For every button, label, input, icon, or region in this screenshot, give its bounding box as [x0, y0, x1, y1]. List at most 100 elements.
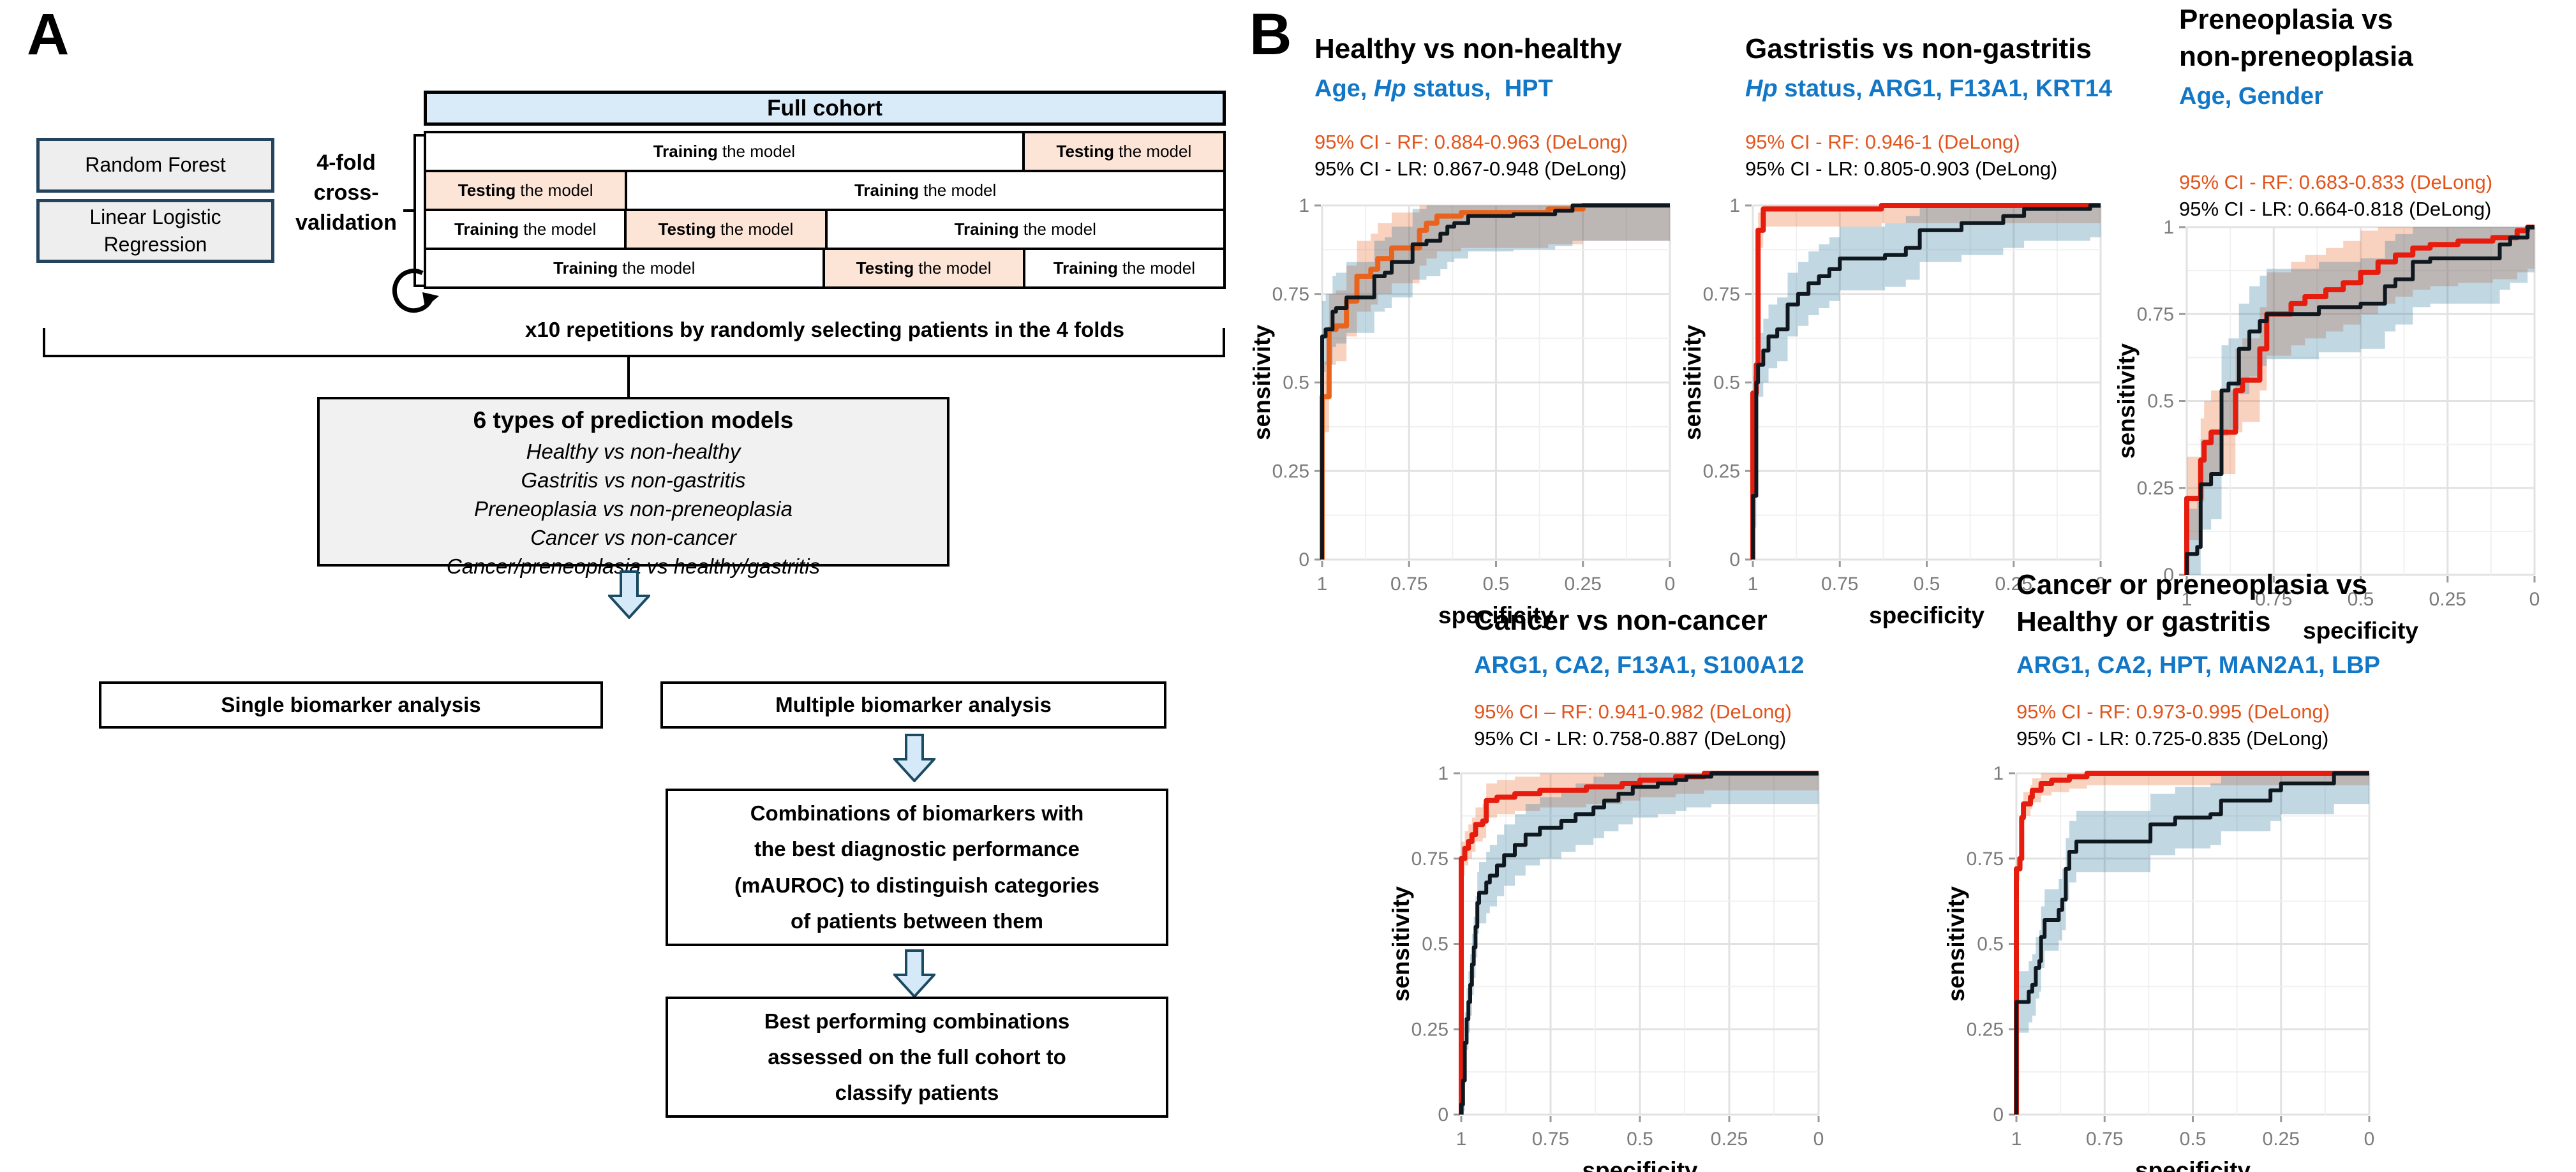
x-tick-label: 0	[1813, 1129, 1824, 1150]
x-axis-title: specificity	[1438, 602, 1554, 628]
plot-title: Gastristis vs non-gastritis	[1745, 33, 2092, 64]
ci-rf-label: 95% CI - RF: 0.884-0.963 (DeLong)	[1314, 131, 1628, 153]
ci-lr-label: 95% CI - LR: 0.805-0.903 (DeLong)	[1745, 158, 2058, 180]
y-axis-title: sensitivity	[1388, 886, 1414, 1002]
ci-lr-label: 95% CI - LR: 0.867-0.948 (DeLong)	[1314, 158, 1627, 180]
scope-bracket-drop	[627, 356, 630, 397]
y-tick-label: 0.25	[1703, 461, 1740, 482]
single-biomarker-box: Single biomarker analysis	[99, 681, 603, 729]
roc-curve-rf	[2184, 225, 2535, 575]
fold-bracket-tick-bottom	[413, 285, 424, 287]
y-tick-label: 0.25	[1411, 1019, 1448, 1040]
y-tick-label: 0	[1993, 1104, 2004, 1125]
prediction-models-box: 6 types of prediction models Healthy vs …	[317, 397, 949, 578]
best-combinations-line: Best performing combinations	[764, 1009, 1070, 1033]
x-tick-label: 1	[1317, 574, 1328, 595]
linear-logistic-regression-line: Regression	[103, 233, 207, 256]
ci-band-lr	[2016, 773, 2369, 1033]
x-axis-title: specificity	[2135, 1157, 2251, 1172]
prediction-model-item: Preneoplasia vs non-preneoplasia	[474, 496, 793, 521]
scope-bracket-right	[1223, 328, 1225, 356]
y-axis-title: sensitivity	[1679, 325, 1706, 440]
ci-lr-label: 95% CI - LR: 0.758-0.887 (DeLong)	[1474, 727, 1787, 750]
x-tick-label: 0.5	[2348, 589, 2374, 610]
combinations-box-line: the best diagnostic performance	[754, 837, 1080, 861]
x-tick-label: 0.75	[2255, 589, 2292, 610]
x-tick-label: 0.75	[1532, 1129, 1569, 1150]
y-axis-title: sensitivity	[1249, 325, 1275, 440]
x-tick-label: 0	[2096, 574, 2106, 595]
y-tick-label: 0.25	[1967, 1019, 2004, 1040]
x-tick-label: 0.75	[1390, 574, 1427, 595]
plot-title: non-preneoplasia	[2179, 41, 2413, 72]
scope-bracket	[43, 355, 1225, 357]
y-tick-label: 0.75	[2137, 304, 2174, 325]
y-tick-label: 0.5	[1977, 934, 2004, 955]
y-tick-label: 0	[1729, 549, 1740, 570]
y-tick-label: 0.5	[1283, 373, 1309, 394]
x-axis-title: specificity	[1869, 602, 1984, 628]
best-combinations-line: classify patients	[835, 1081, 999, 1105]
y-tick-label: 0.75	[1272, 284, 1309, 305]
full-cohort-header: Full cohort	[424, 91, 1226, 126]
x-tick-label: 1	[2011, 1129, 2022, 1150]
ci-lr-label: 95% CI - LR: 0.664-0.818 (DeLong)	[2179, 198, 2492, 220]
repetitions-label: x10 repetitions by randomly selecting pa…	[525, 318, 1124, 341]
x-tick-label: 0.25	[1565, 574, 1602, 595]
y-tick-label: 0.5	[1713, 373, 1740, 394]
combinations-box-line: (mAUROC) to distinguish categories	[734, 873, 1100, 897]
roc-curve-lr	[2014, 771, 2369, 1115]
x-tick-label: 0	[1665, 574, 1676, 595]
plot-subtitle: Age, Gender	[2179, 83, 2323, 110]
plot-title: Healthy or gastritis	[2016, 606, 2271, 637]
y-tick-label: 0.75	[1411, 849, 1448, 870]
x-tick-label: 0.5	[1914, 574, 1940, 595]
roc-curve-rf	[2014, 771, 2369, 1115]
x-tick-label: 0.25	[2429, 589, 2466, 610]
x-tick-label: 0.5	[2180, 1129, 2207, 1150]
y-tick-label: 1	[1993, 763, 2004, 784]
best-combinations-box: Best performing combinations assessed on …	[666, 997, 1168, 1118]
best-combinations-line: assessed on the full cohort to	[768, 1044, 1066, 1069]
y-tick-label: 0.25	[2137, 478, 2174, 499]
x-tick-label: 1	[1748, 574, 1759, 595]
ci-lr-label: 95% CI - LR: 0.725-0.835 (DeLong)	[2016, 727, 2329, 750]
x-tick-label: 0.5	[1483, 574, 1510, 595]
combinations-box-line: of patients between them	[790, 909, 1044, 933]
prediction-models-title: 6 types of prediction models	[473, 407, 794, 433]
combinations-box-line: Combinations of biomarkers with	[750, 801, 1084, 826]
roc-curve-lr	[1751, 204, 2101, 560]
plot-subtitle: Age, Hp status, HPT	[1314, 75, 1553, 102]
flow-arrow-icon	[893, 949, 935, 998]
roc-curve-lr	[1459, 771, 1819, 1115]
roc-curve-lr	[2185, 225, 2535, 575]
plot-title: Cancer vs non-cancer	[1474, 605, 1768, 636]
ci-band-lr	[1461, 773, 1819, 1115]
roc-curve-rf	[1459, 771, 1819, 1115]
random-forest-box: Random Forest	[36, 138, 274, 193]
plot-subtitle: Hp status, ARG1, F13A1, KRT14	[1745, 75, 2113, 102]
fold-bracket-tick-mid	[403, 209, 413, 212]
plot-title: Healthy vs non-healthy	[1314, 33, 1622, 64]
cv-label-line: cross-	[313, 180, 379, 205]
flow-arrow-icon	[893, 734, 935, 782]
multiple-biomarker-box: Multiple biomarker analysis	[660, 681, 1166, 729]
x-tick-label: 1	[2182, 589, 2193, 610]
plot-subtitle: ARG1, CA2, F13A1, S100A12	[1474, 652, 1805, 679]
ci-band-rf	[1753, 205, 2101, 411]
flow-arrow-icon	[608, 570, 650, 619]
